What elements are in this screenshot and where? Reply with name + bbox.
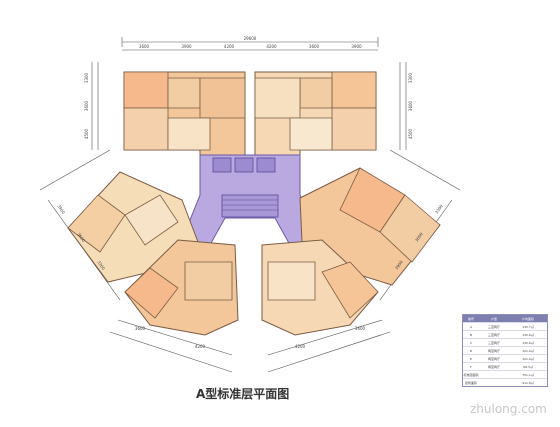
top-segment-dimension-label: 3900 bbox=[181, 44, 192, 49]
bottom-dimension-label: 4200 bbox=[195, 344, 206, 349]
cell-number: A bbox=[469, 324, 473, 329]
unit-lower-right bbox=[261, 239, 379, 336]
stairwell bbox=[221, 194, 279, 218]
unit-area-table: 编号 户型 户内面积 A 三室两厅 145.7㎡ B 三室两厅 132.6㎡ C… bbox=[462, 314, 548, 387]
cell-number: B bbox=[469, 332, 473, 337]
elevator-2 bbox=[234, 157, 254, 173]
cell-type: 两室两厅 bbox=[487, 364, 500, 369]
lower-right-dimension-label: 3900 bbox=[394, 259, 404, 271]
lower-right-dimension-label: 3300 bbox=[434, 203, 444, 215]
right-dimension-label: 3600 bbox=[408, 100, 413, 111]
cell-type: 三室两厅 bbox=[487, 340, 500, 345]
cell-number: E bbox=[470, 356, 472, 361]
lower-left-dimension-label: 3300 bbox=[96, 260, 106, 272]
upper-left-diagonal-dimension bbox=[39, 149, 111, 191]
bottom-left-dimension bbox=[117, 319, 233, 356]
table-row: D 两室两厅 101.9㎡ bbox=[463, 347, 547, 355]
top-segment-dimension-label: 3600 bbox=[139, 44, 150, 49]
table-row: C 三室两厅 132.6㎡ bbox=[463, 339, 547, 347]
unit-lower-left bbox=[124, 239, 239, 336]
cell-type: 两室两厅 bbox=[487, 356, 500, 361]
watermark: zhulong.com bbox=[470, 402, 547, 416]
cell-area: 751.1㎡ bbox=[522, 372, 534, 377]
bottom-dimension-label: 3600 bbox=[135, 326, 146, 331]
bottom-dimension-label: 4200 bbox=[295, 344, 306, 349]
cell-area: 98.3㎡ bbox=[523, 364, 533, 369]
bottom-dimension-label: 3600 bbox=[355, 326, 366, 331]
lower-left-dimension-label: 3600 bbox=[76, 232, 86, 244]
table-row: B 三室两厅 132.6㎡ bbox=[463, 331, 547, 339]
lower-right-dimension-label: 3600 bbox=[414, 231, 424, 243]
table-row: E 两室两厅 101.9㎡ bbox=[463, 355, 547, 363]
table-row: 建筑面积 911.8㎡ bbox=[463, 379, 547, 386]
bottom-right-dimension bbox=[267, 319, 383, 356]
left-dimension-label: 4500 bbox=[84, 128, 89, 139]
right-dimension-label: 4500 bbox=[408, 128, 413, 139]
central-core bbox=[181, 154, 319, 246]
cell-area: 145.7㎡ bbox=[522, 324, 534, 329]
left-dimension-label: 3300 bbox=[84, 72, 89, 83]
unit-upper-left bbox=[123, 71, 246, 161]
cell-area: 911.8㎡ bbox=[522, 380, 534, 385]
table-header-row: 编号 户型 户内面积 bbox=[463, 315, 547, 323]
plan-title: A型标准层平面图 bbox=[196, 387, 290, 401]
top-segment-dimension-label: 3600 bbox=[309, 44, 320, 49]
cell-number: 标准层面积 bbox=[463, 372, 479, 377]
table-row: F 两室两厅 98.3㎡ bbox=[463, 363, 547, 371]
cell-number: C bbox=[469, 340, 473, 345]
top-segment-dimension-label: 3900 bbox=[351, 44, 362, 49]
table-row: 标准层面积 751.1㎡ bbox=[463, 371, 547, 379]
elevator-1 bbox=[212, 157, 232, 173]
cell-area: 132.6㎡ bbox=[522, 340, 534, 345]
cell-number: F bbox=[470, 364, 472, 369]
cell-number: D bbox=[469, 348, 473, 353]
right-dimension-label: 3300 bbox=[408, 72, 413, 83]
dimension-lines bbox=[39, 37, 461, 373]
cell-area: 101.9㎡ bbox=[522, 356, 534, 361]
cell-type: 两室两厅 bbox=[487, 348, 500, 353]
cell-number: 建筑面积 bbox=[464, 380, 477, 385]
cell-area: 101.9㎡ bbox=[522, 348, 534, 353]
unit-upper-right bbox=[254, 71, 377, 161]
header-type: 户型 bbox=[490, 316, 497, 321]
top-total-dimension-label: 29600 bbox=[244, 36, 257, 41]
top-segment-dimension-label: 4200 bbox=[224, 44, 235, 49]
header-area: 户内面积 bbox=[521, 316, 534, 321]
header-number: 编号 bbox=[467, 316, 474, 321]
elevator-3 bbox=[256, 157, 276, 173]
cell-type: 三室两厅 bbox=[487, 324, 500, 329]
lower-left-dimension-label: 3900 bbox=[56, 204, 66, 216]
upper-right-diagonal-dimension bbox=[389, 149, 461, 191]
cell-type: 三室两厅 bbox=[487, 332, 500, 337]
top-segment-dimension-label: 4200 bbox=[266, 44, 277, 49]
cell-area: 132.6㎡ bbox=[522, 332, 534, 337]
left-dimension-label: 3600 bbox=[84, 100, 89, 111]
table-row: A 三室两厅 145.7㎡ bbox=[463, 323, 547, 331]
